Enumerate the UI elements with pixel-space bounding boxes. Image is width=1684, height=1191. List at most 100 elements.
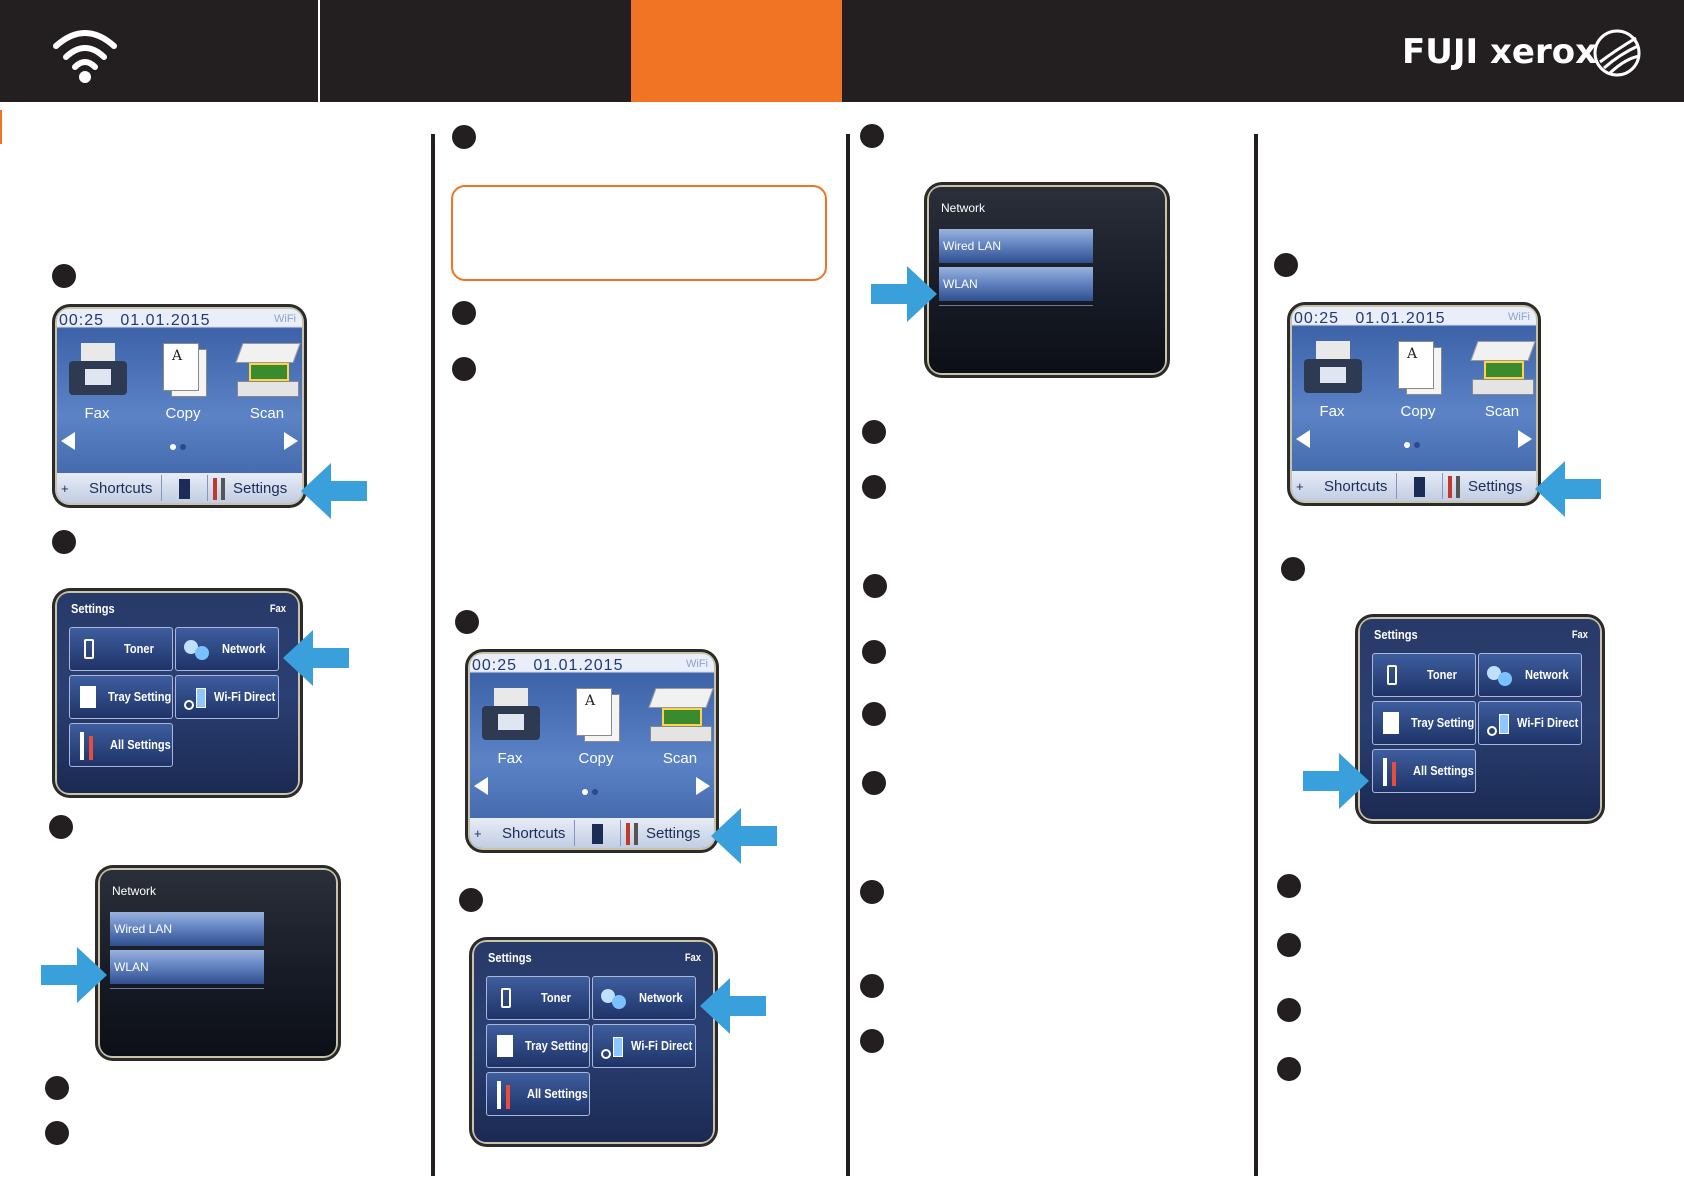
scan-app[interactable]: Scan: [1464, 337, 1536, 433]
step-bullet: [1274, 253, 1298, 277]
arrow-icon: [871, 266, 937, 322]
step-bullet: [860, 124, 884, 148]
copy-icon: A: [562, 684, 630, 744]
wired-lan-option[interactable]: Wired LAN: [939, 229, 1093, 263]
step-bullet: [452, 301, 476, 325]
fax-app[interactable]: Fax: [472, 684, 548, 780]
scan-app[interactable]: Scan: [642, 684, 714, 780]
scan-label: Scan: [1484, 403, 1520, 420]
arrow-icon: [700, 978, 766, 1034]
copy-label: Copy: [1400, 403, 1436, 420]
next-page-icon[interactable]: [696, 777, 710, 795]
settings-title: Settings: [488, 950, 532, 965]
settings-button[interactable]: Settings: [646, 825, 701, 842]
step-bullet: [1277, 933, 1301, 957]
step-bullet: [45, 1121, 69, 1145]
network-button[interactable]: Network: [1478, 653, 1582, 697]
wifi-direct-button[interactable]: Wi-Fi Direct: [592, 1024, 696, 1068]
toner-button[interactable]: Toner: [69, 627, 173, 671]
phone-icon[interactable]: [592, 824, 603, 844]
shortcuts-button[interactable]: Shortcuts: [1324, 478, 1388, 495]
settings-fax-label: Fax: [269, 603, 286, 615]
network-screen: Network Wired LAN WLAN: [95, 865, 341, 1061]
home-wifi-status: WiFi: [274, 313, 296, 325]
home-wifi-status: WiFi: [1508, 311, 1530, 323]
network-title: Network: [112, 884, 157, 898]
prev-page-icon[interactable]: [1296, 430, 1310, 448]
wlan-option[interactable]: WLAN: [110, 950, 264, 984]
network-button[interactable]: Network: [592, 976, 696, 1020]
toner-icon: [501, 988, 511, 1008]
shortcuts-button[interactable]: Shortcuts: [502, 825, 566, 842]
page-dots: [1404, 435, 1424, 448]
phone-icon[interactable]: [179, 479, 190, 499]
fax-icon: [476, 684, 544, 744]
fax-label: Fax: [84, 405, 110, 422]
wifi-direct-button[interactable]: Wi-Fi Direct: [1478, 701, 1582, 745]
wifi-direct-button[interactable]: Wi-Fi Direct: [175, 675, 279, 719]
copy-app[interactable]: A Copy: [1380, 337, 1456, 433]
copy-icon: A: [1384, 337, 1452, 397]
home-time: 00:25: [59, 312, 105, 329]
all-settings-button[interactable]: All Settings: [69, 723, 173, 767]
settings-fax-label: Fax: [1571, 629, 1588, 641]
copy-icon: A: [149, 339, 217, 399]
all-settings-icon: [1383, 758, 1403, 786]
toner-button[interactable]: Toner: [486, 976, 590, 1020]
step-bullet: [862, 475, 886, 499]
fax-label: Fax: [1319, 403, 1345, 420]
tray-setting-button[interactable]: Tray Setting: [486, 1024, 590, 1068]
tray-setting-button[interactable]: Tray Setting: [69, 675, 173, 719]
settings-button[interactable]: Settings: [233, 480, 288, 497]
toner-button[interactable]: Toner: [1372, 653, 1476, 697]
tray-setting-button[interactable]: Tray Setting: [1372, 701, 1476, 745]
copy-app[interactable]: A Copy: [145, 339, 221, 435]
all-settings-icon: [80, 732, 100, 760]
wired-lan-option[interactable]: Wired LAN: [110, 912, 264, 946]
fax-app[interactable]: Fax: [59, 339, 135, 435]
tray-icon: [80, 686, 96, 708]
header-divider: [318, 0, 320, 102]
tools-icon: [211, 478, 229, 500]
step-bullet: [860, 974, 884, 998]
home-bottom-bar: + Shortcuts Settings: [1292, 471, 1536, 501]
phone-icon[interactable]: [1414, 477, 1425, 497]
home-date: 01.01.2015: [533, 657, 624, 674]
scan-icon: [233, 339, 301, 399]
fax-label: Fax: [497, 750, 523, 767]
next-page-icon[interactable]: [1518, 430, 1532, 448]
prev-page-icon[interactable]: [474, 777, 488, 795]
step-bullet: [862, 420, 886, 444]
fax-icon: [1298, 337, 1366, 397]
toner-icon: [1387, 665, 1397, 685]
fax-icon: [63, 339, 131, 399]
copy-app[interactable]: A Copy: [558, 684, 634, 780]
fax-app[interactable]: Fax: [1294, 337, 1370, 433]
settings-screen: Settings Fax Toner Network Tray Setting …: [52, 588, 303, 798]
shortcuts-button[interactable]: Shortcuts: [89, 480, 153, 497]
wifi-direct-icon: [1485, 708, 1515, 738]
all-settings-button[interactable]: All Settings: [1372, 749, 1476, 793]
add-shortcut-icon: +: [1296, 479, 1304, 494]
step-bullet: [455, 610, 479, 634]
scan-app[interactable]: Scan: [229, 339, 302, 435]
tools-icon: [624, 823, 642, 845]
side-accent-mark: [0, 110, 2, 144]
step-bullet: [863, 574, 887, 598]
wlan-option[interactable]: WLAN: [939, 267, 1093, 301]
all-settings-button[interactable]: All Settings: [486, 1072, 590, 1116]
settings-screen: Settings Fax Toner Network Tray Setting …: [1355, 614, 1605, 824]
scan-label: Scan: [249, 405, 285, 422]
arrow-icon: [301, 463, 367, 519]
step-bullet: [459, 888, 483, 912]
settings-button[interactable]: Settings: [1468, 478, 1523, 495]
prev-page-icon[interactable]: [61, 432, 75, 450]
step-bullet: [452, 125, 476, 149]
network-button[interactable]: Network: [175, 627, 279, 671]
step-bullet: [862, 702, 886, 726]
add-shortcut-icon: +: [61, 481, 69, 496]
home-screen: 00:25 01.01.2015 WiFi Fax A Copy Scan + …: [465, 649, 719, 853]
step-bullet: [452, 357, 476, 381]
arrow-icon: [1535, 461, 1601, 517]
next-page-icon[interactable]: [284, 432, 298, 450]
